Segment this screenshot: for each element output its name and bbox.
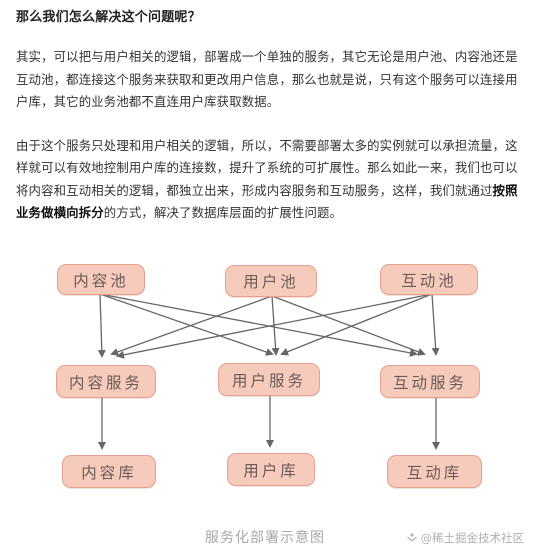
service-deployment-diagram: 内容池 用户池 互动池 内容服务 用户服务 互动服务 内容库 用户库 互动库: [40, 248, 510, 508]
section-heading: 那么我们怎么解决这个问题呢？: [16, 10, 201, 25]
paragraph-2-text-end: 的方式，解决了数据库层面的扩展性问题。: [103, 205, 343, 220]
arrow-interaction-pool-to-user-service: [280, 293, 433, 356]
arrow-interaction-pool-to-interaction-service: [431, 293, 440, 356]
arrow-content-pool-to-content-service: [97, 293, 106, 358]
arrow-interaction-pool-to-content-service: [116, 293, 433, 359]
arrow-user-pool-to-content-service: [110, 295, 273, 356]
interaction-service-node: 互动服务: [380, 365, 480, 398]
watermark: @稀土掘金技术社区: [406, 530, 525, 546]
article: 那么我们怎么解决这个问题呢？ 其实，可以把与用户相关的逻辑，部署成一个单独的服务…: [16, 6, 526, 225]
interaction-pool-node: 互动池: [380, 264, 478, 295]
user-service-node: 用户服务: [218, 363, 320, 396]
paragraph-2-bold-text: 按照业务做横向拆分: [16, 182, 518, 221]
user-db-node: 用户库: [227, 453, 315, 486]
arrow-user-pool-to-interaction-service: [271, 295, 426, 356]
content-pool-node: 内容池: [57, 264, 145, 295]
paragraph-2: 由于这个服务只处理和用户相关的逻辑，所以，不需要部署太多的实例就可以承担流量，这…: [16, 135, 526, 225]
content-db-node: 内容库: [62, 455, 156, 488]
paragraph-1: 其实，可以把与用户相关的逻辑，部署成一个单独的服务，其它无论是用户池、内容池还是…: [16, 49, 518, 109]
user-pool-node: 用户池: [225, 265, 317, 297]
diagram-arrows: [97, 293, 440, 450]
watermark-text: @稀土掘金技术社区: [420, 531, 525, 545]
juejin-logo-icon: [406, 532, 418, 544]
arrow-content-pool-to-user-service: [99, 293, 274, 356]
diagram-caption: 服务化部署示意图: [205, 530, 325, 546]
paragraph-2-text-start: 由于这个服务只处理和用户相关的逻辑，所以，不需要部署太多的实例就可以承担流量，这…: [16, 137, 518, 198]
content-service-node: 内容服务: [56, 365, 156, 398]
arrow-content-pool-to-interaction-service: [99, 293, 418, 357]
interaction-db-node: 互动库: [387, 455, 482, 488]
